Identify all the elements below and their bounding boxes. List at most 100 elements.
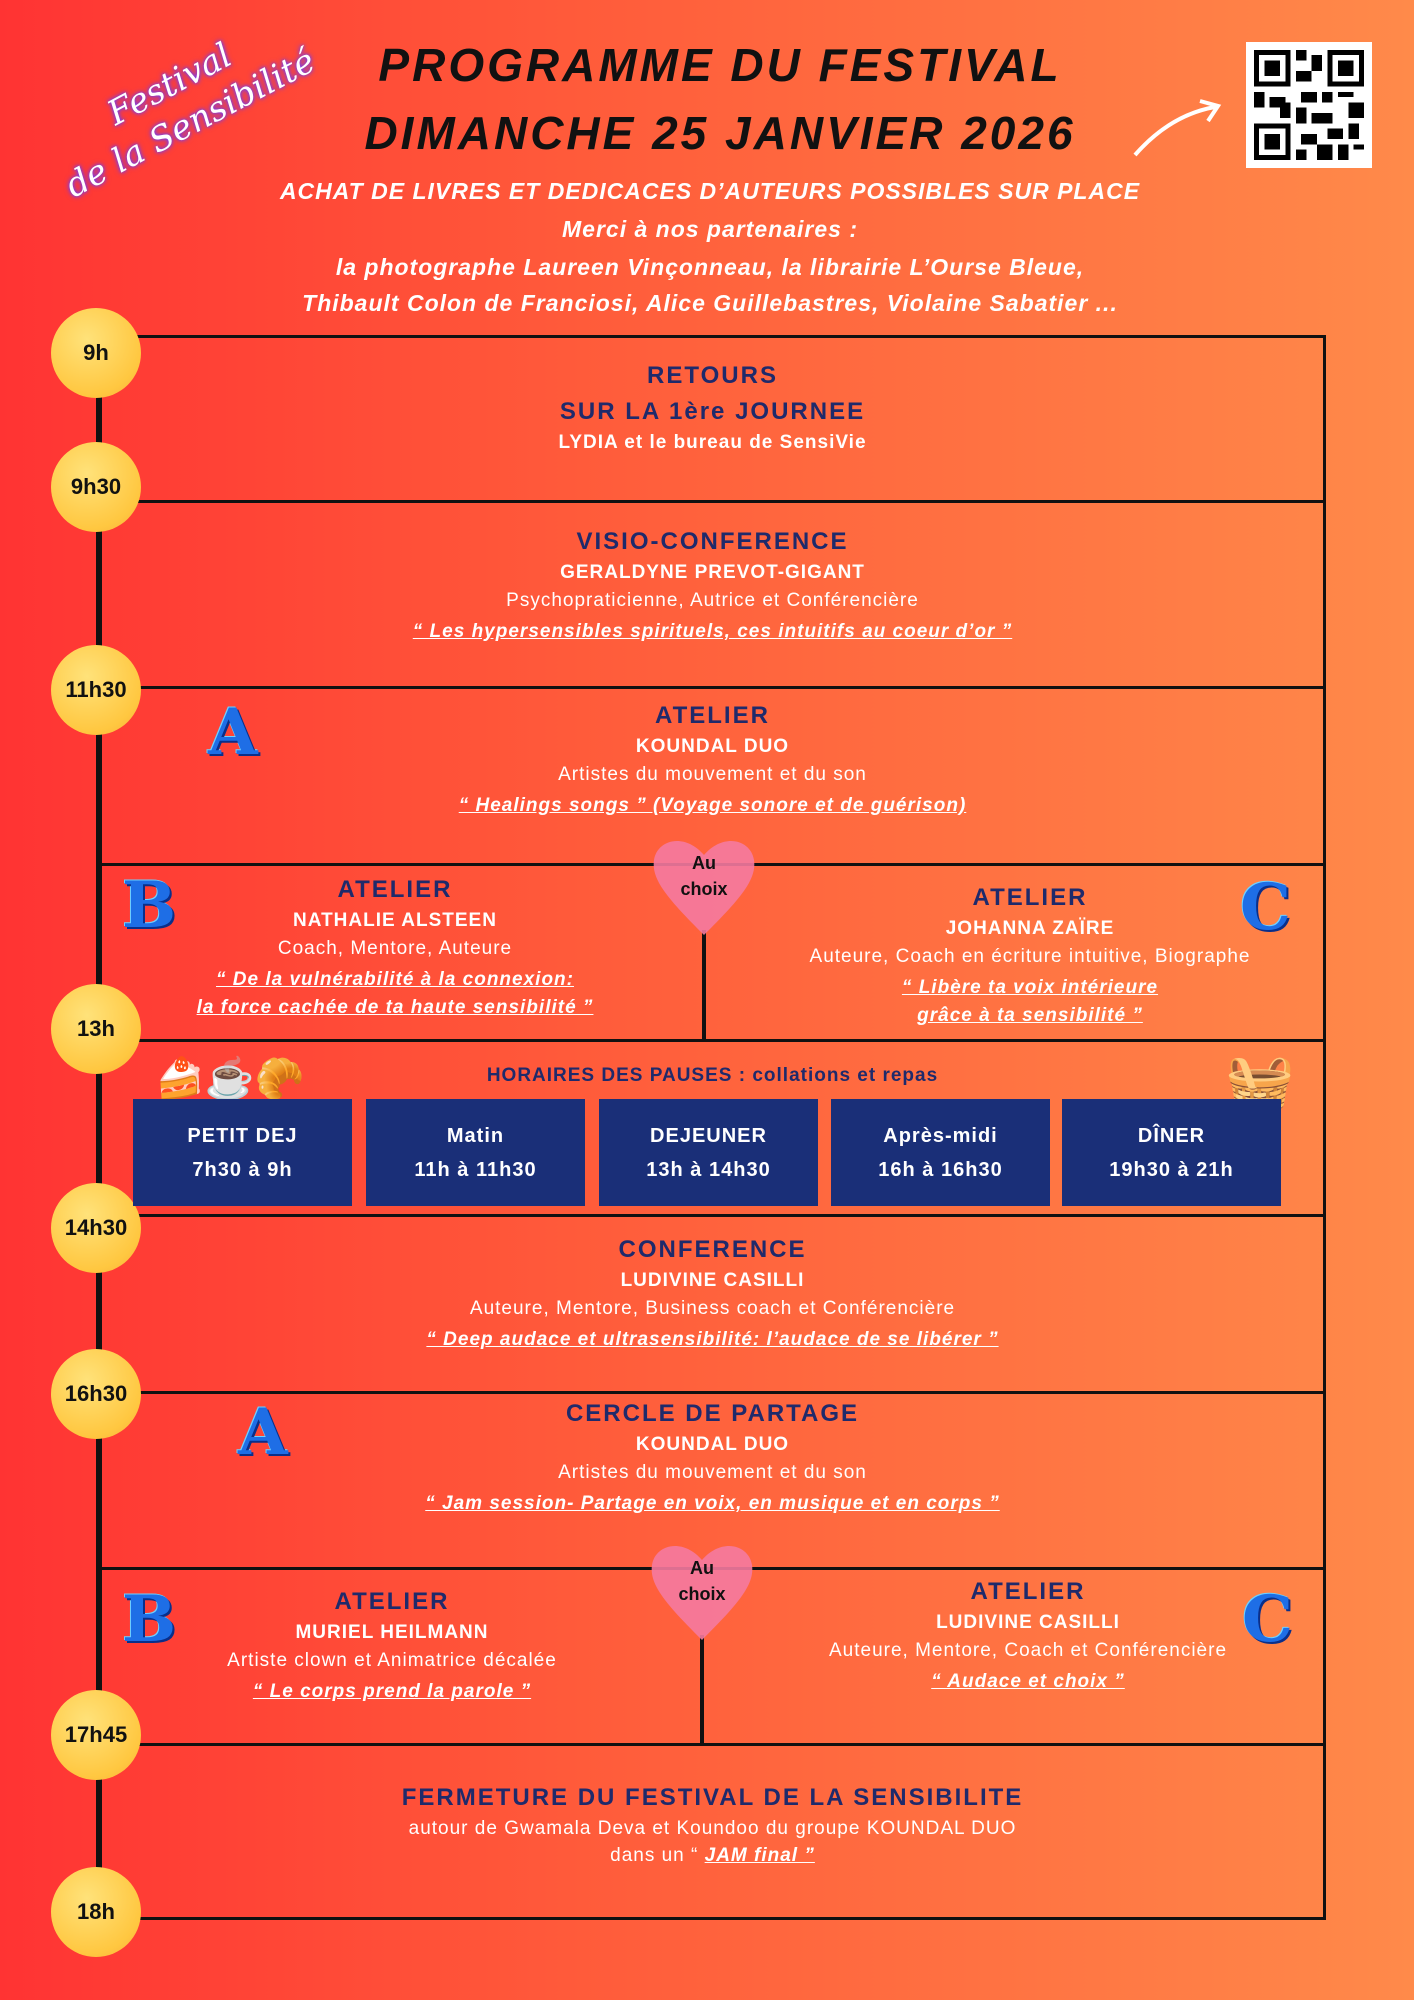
choice-heart-icon: Au choix: [647, 1535, 757, 1640]
session-conference: CONFERENCE LUDIVINE CASILLI Auteure, Men…: [99, 1236, 1326, 1354]
session-speaker: KOUNDAL DUO: [635, 736, 790, 757]
letter-c-icon: C: [1240, 870, 1291, 945]
session-title: RETOURS: [647, 362, 778, 389]
choice-heart-icon: Au choix: [649, 830, 759, 935]
session-speaker: NATHALIE ALSTEEN: [293, 910, 497, 931]
pause-time: 13h à 14h30: [646, 1158, 771, 1181]
session-speaker: LUDIVINE CASILLI: [936, 1612, 1120, 1633]
session-title: ATELIER: [970, 1578, 1086, 1605]
pause-time: 11h à 11h30: [414, 1158, 537, 1181]
choice-stem: [702, 930, 706, 1040]
session-speaker: GERALDYNE PREVOT-GIGANT: [560, 562, 865, 583]
session-title: ATELIER: [972, 884, 1088, 911]
session-atelier-b: ATELIER MURIEL HEILMANN Artiste clown et…: [112, 1588, 672, 1706]
session-cercle: CERCLE DE PARTAGE KOUNDAL DUO Artistes d…: [99, 1400, 1326, 1518]
partners-line: la photographe Laureen Vinçonneau, la li…: [335, 254, 1085, 280]
closing-jam-title: JAM final ”: [704, 1845, 815, 1866]
letter-b-icon: B: [122, 1582, 177, 1657]
schedule-frame: [99, 335, 1326, 1920]
session-topic: “ Audace et choix ”: [931, 1671, 1125, 1692]
page-date: DIMANCHE 25 JANVIER 2026: [364, 107, 1076, 159]
pause-box: PETIT DEJ 7h30 à 9h: [133, 1099, 352, 1206]
pause-label: Matin: [446, 1124, 505, 1147]
letter-a-icon: A: [208, 695, 258, 770]
speaker-role: Psychopraticienne, Autrice et Conférenci…: [506, 590, 919, 611]
cake-coffee-icon: 🍰☕🥐: [155, 1057, 305, 1101]
session-topic: “ Les hypersensibles spirituels, ces int…: [412, 621, 1013, 642]
timeline-line: [96, 350, 99, 1910]
choice-label: Au choix: [678, 1558, 726, 1604]
speaker-role: Auteure, Coach en écriture intuitive, Bi…: [809, 946, 1251, 967]
divider: [99, 500, 1326, 503]
time-marker: 9h: [51, 308, 141, 398]
session-closing: FERMETURE DU FESTIVAL DE LA SENSIBILITE …: [99, 1784, 1326, 1870]
closing-description: autour de Gwamala Deva et Koundoo du gro…: [408, 1818, 1017, 1839]
choice-label: Au choix: [680, 853, 728, 899]
letter-b-icon: B: [122, 868, 177, 943]
session-atelier-c: ATELIER LUDIVINE CASILLI Auteure, Mentor…: [748, 1578, 1308, 1696]
session-title: CERCLE DE PARTAGE: [565, 1400, 860, 1427]
page-title: PROGRAMME DU FESTIVAL: [378, 39, 1062, 91]
pause-box: DEJEUNER 13h à 14h30: [599, 1099, 818, 1206]
session-speaker: LUDIVINE CASILLI: [620, 1270, 805, 1291]
speaker-role: Artistes du mouvement et du son: [558, 764, 867, 785]
pause-label: DEJEUNER: [650, 1124, 767, 1147]
books-notice: ACHAT DE LIVRES ET DEDICACES D’AUTEURS P…: [279, 178, 1141, 204]
session-retours: RETOURS SUR LA 1ère JOURNEE LYDIA et le …: [99, 362, 1326, 454]
session-topic: “ Libère ta voix intérieure: [901, 977, 1159, 998]
session-atelier-c: ATELIER JOHANNA ZAÏRE Auteure, Coach en …: [750, 884, 1310, 1030]
speaker-role: Artiste clown et Animatrice décalée: [227, 1650, 557, 1671]
partners-label: Merci à nos partenaires :: [562, 216, 858, 242]
pause-label: PETIT DEJ: [187, 1124, 298, 1147]
pause-time: 19h30 à 21h: [1109, 1158, 1234, 1181]
session-topic: “ Healings songs ” (Voyage sonore et de …: [458, 795, 967, 816]
session-topic: “ Deep audace et ultrasensibilité: l’aud…: [426, 1329, 999, 1350]
pause-time: 16h à 16h30: [878, 1158, 1003, 1181]
pause-label: Après-midi: [883, 1124, 998, 1147]
session-speaker: MURIEL HEILMANN: [295, 1622, 489, 1643]
session-title: CONFERENCE: [618, 1236, 807, 1263]
session-title: ATELIER: [337, 876, 453, 903]
time-marker: 16h30: [51, 1349, 141, 1439]
time-marker: 11h30: [51, 645, 141, 735]
closing-jam: dans un “ JAM final ”: [99, 1842, 1326, 1870]
pause-box: Matin 11h à 11h30: [366, 1099, 585, 1206]
session-speaker: LYDIA et le bureau de SensiVie: [558, 432, 867, 453]
qr-code[interactable]: [1246, 42, 1372, 168]
pause-box: DÎNER 19h30 à 21h: [1062, 1099, 1281, 1206]
arrow-icon: [1133, 99, 1222, 157]
closing-jam-prefix: dans un “: [610, 1845, 705, 1866]
time-marker: 18h: [51, 1867, 141, 1957]
session-speaker: JOHANNA ZAÏRE: [945, 918, 1115, 939]
session-topic: “ De la vulnérabilité à la connexion:: [216, 969, 574, 990]
session-title: ATELIER: [334, 1588, 450, 1615]
session-title: FERMETURE DU FESTIVAL DE LA SENSIBILITE: [401, 1784, 1024, 1811]
session-title: VISIO-CONFERENCE: [576, 528, 849, 555]
session-speaker: KOUNDAL DUO: [635, 1434, 790, 1455]
session-atelier-a: ATELIER KOUNDAL DUO Artistes du mouvemen…: [99, 702, 1326, 820]
pauses-title: HORAIRES DES PAUSES : collations et repa…: [486, 1065, 939, 1086]
session-atelier-b: ATELIER NATHALIE ALSTEEN Coach, Mentore,…: [115, 876, 675, 1022]
session-topic: la force cachée de ta haute sensibilité …: [196, 997, 594, 1018]
pause-time: 7h30 à 9h: [192, 1158, 293, 1181]
choice-stem: [700, 1635, 704, 1745]
session-title: ATELIER: [655, 702, 770, 729]
session-topic: “ Jam session- Partage en voix, en musiq…: [425, 1493, 1000, 1514]
letter-c-icon: C: [1242, 1582, 1293, 1657]
speaker-role: Coach, Mentore, Auteure: [277, 938, 513, 959]
partners-line: Thibault Colon de Franciosi, Alice Guill…: [302, 290, 1118, 316]
time-marker: 13h: [51, 984, 141, 1074]
divider: [99, 1039, 1326, 1042]
speaker-role: Auteure, Mentore, Business coach et Conf…: [469, 1298, 956, 1319]
session-subtitle: SUR LA 1ère JOURNEE: [559, 398, 866, 425]
session-topic: “ Le corps prend la parole ”: [252, 1681, 532, 1702]
letter-a-icon: A: [238, 1395, 288, 1470]
session-visio: VISIO-CONFERENCE GERALDYNE PREVOT-GIGANT…: [99, 528, 1326, 646]
divider: [99, 1214, 1326, 1217]
divider: [99, 1743, 1326, 1746]
time-marker: 14h30: [51, 1183, 141, 1273]
pause-label: DÎNER: [1137, 1124, 1206, 1147]
divider: [99, 1391, 1326, 1394]
speaker-role: Artistes du mouvement et du son: [558, 1462, 867, 1483]
pause-box: Après-midi 16h à 16h30: [831, 1099, 1050, 1206]
